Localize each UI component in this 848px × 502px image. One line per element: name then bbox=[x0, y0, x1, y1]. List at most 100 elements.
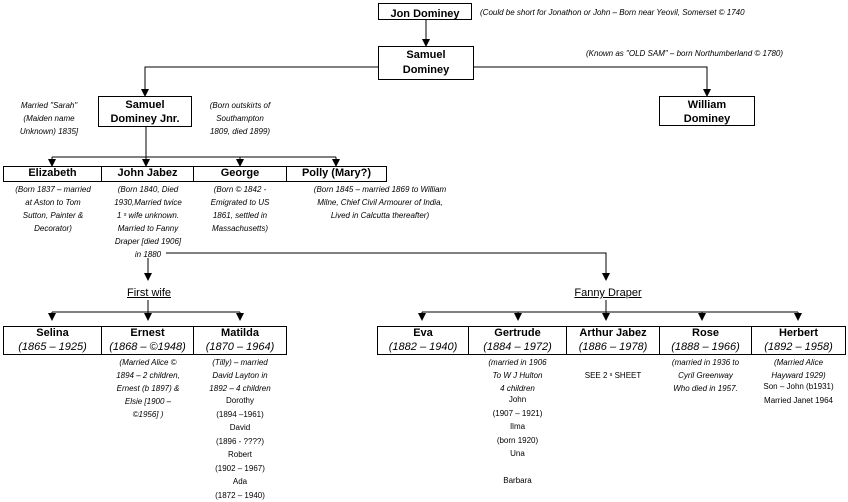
child-name: Ernest bbox=[102, 327, 193, 339]
note-line: ©1956] ) bbox=[101, 408, 195, 421]
child-line: Una bbox=[468, 447, 567, 461]
arthur-jabez-note: SEE 2 ˢ SHEET bbox=[566, 369, 660, 382]
matilda-note: (Tilly) – married David Layton in 1892 –… bbox=[193, 356, 287, 395]
note-line: Southampton bbox=[194, 112, 286, 125]
child-name: Elizabeth bbox=[4, 167, 101, 179]
note-line: (Married Alice bbox=[751, 356, 846, 369]
child-line: Ada bbox=[193, 475, 287, 489]
note-line: David Layton in bbox=[193, 369, 287, 382]
herbert-children: Son – John (b1931) Married Janet 1964 bbox=[751, 380, 846, 407]
child-name: Herbert bbox=[752, 327, 845, 339]
note-line: 1861, settled in bbox=[193, 209, 287, 222]
jon-note: (Could be short for Jonathon or John – B… bbox=[480, 6, 825, 19]
child-line: Ilma bbox=[468, 420, 567, 434]
note-line: 1930,Married twice bbox=[101, 196, 195, 209]
person-name-line1: William bbox=[660, 98, 754, 112]
note-line: Elsie [1900 – bbox=[101, 395, 195, 408]
child-name: Eva bbox=[378, 327, 468, 339]
note-line: 1894 – 2 children, bbox=[101, 369, 195, 382]
child-dates: (1888 – 1966) bbox=[660, 341, 751, 353]
child-dates: (1892 – 1958) bbox=[752, 341, 845, 353]
note-line: 1809, died 1899) bbox=[194, 125, 286, 138]
note-line: (Maiden name bbox=[3, 112, 95, 125]
note-line: (Born 1837 – married bbox=[3, 183, 103, 196]
child-line: Married Janet 1964 bbox=[751, 394, 846, 408]
person-box-samuel-jnr: Samuel Dominey Jnr. bbox=[98, 96, 192, 127]
note-line: (Born outskirts of bbox=[194, 99, 286, 112]
child-name: Gertrude bbox=[469, 327, 566, 339]
note-line: (Born 1845 – married 1869 to William bbox=[290, 183, 470, 196]
note-line: Milne, Chief Civil Armourer of India, bbox=[290, 196, 470, 209]
person-name-line2: Dominey bbox=[379, 63, 473, 78]
child-line: (1872 – 1940) bbox=[193, 489, 287, 502]
child-cell-polly: Polly (Mary?) bbox=[286, 166, 387, 182]
ernest-note: (Married Alice © 1894 – 2 children, Erne… bbox=[101, 356, 195, 421]
child-cell-ernest: Ernest (1868 – ©1948) bbox=[101, 326, 194, 355]
child-dates: (1886 – 1978) bbox=[567, 341, 659, 353]
child-cell-rose: Rose (1888 – 1966) bbox=[659, 326, 752, 355]
child-dates: (1884 – 1972) bbox=[469, 341, 566, 353]
samuel-jnr-married-note: Married "Sarah" (Maiden name Unknown) 18… bbox=[3, 99, 95, 138]
child-name: George bbox=[194, 167, 286, 179]
child-name: Matilda bbox=[194, 327, 286, 339]
samuel-note: (Known as "OLD SAM" – born Northumberlan… bbox=[586, 47, 848, 60]
child-line: David bbox=[193, 421, 287, 435]
person-name-line1: Samuel bbox=[99, 98, 191, 112]
child-cell-george: George bbox=[193, 166, 287, 182]
note-line: (Born © 1842 - bbox=[193, 183, 287, 196]
person-box-samuel-dominey: Samuel Dominey bbox=[378, 46, 474, 80]
child-dates: (1882 – 1940) bbox=[378, 341, 468, 353]
note-line: Decorator) bbox=[3, 222, 103, 235]
child-cell-selina: Selina (1865 – 1925) bbox=[3, 326, 102, 355]
fanny-draper-label: Fanny Draper bbox=[571, 287, 645, 299]
note-line: To W J Hulton bbox=[468, 369, 567, 382]
note-line: (Born 1840, Died bbox=[101, 183, 195, 196]
first-wife-label: First wife bbox=[124, 287, 174, 299]
child-line: Robert bbox=[193, 448, 287, 462]
child-line: John bbox=[468, 393, 567, 407]
note-line: Massachusetts) bbox=[193, 222, 287, 235]
child-name: John Jabez bbox=[102, 167, 193, 179]
child-line: (born 1920) bbox=[468, 434, 567, 448]
person-name: Jon Dominey bbox=[390, 8, 459, 20]
note-line: (Married Alice © bbox=[101, 356, 195, 369]
child-line: (1902 – 1967) bbox=[193, 462, 287, 476]
gertrude-children: John (1907 – 1921) Ilma (born 1920) Una … bbox=[468, 393, 567, 488]
child-cell-elizabeth: Elizabeth bbox=[3, 166, 102, 182]
matilda-children: Dorothy (1894 –1961) David (1896 - ????)… bbox=[193, 394, 287, 502]
note-line: Married to Fanny bbox=[101, 222, 195, 235]
child-line: (1894 –1961) bbox=[193, 408, 287, 422]
rose-note: (married in 1936 to Cyril Greenway Who d… bbox=[659, 356, 752, 395]
note-line: Emigrated to US bbox=[193, 196, 287, 209]
note-line: Who died in 1957. bbox=[659, 382, 752, 395]
child-name: Arthur Jabez bbox=[567, 327, 659, 339]
person-box-jon-dominey: Jon Dominey bbox=[378, 3, 472, 20]
note-line: Sutton, Painter & bbox=[3, 209, 103, 222]
child-cell-eva: Eva (1882 – 1940) bbox=[377, 326, 469, 355]
child-dates: (1870 – 1964) bbox=[194, 341, 286, 353]
child-line: Dorothy bbox=[193, 394, 287, 408]
note-line: in 1880 bbox=[101, 248, 195, 261]
note-line: at Aston to Tom bbox=[3, 196, 103, 209]
child-line: (1907 – 1921) bbox=[468, 407, 567, 421]
child-cell-john-jabez: John Jabez bbox=[101, 166, 194, 182]
child-cell-matilda: Matilda (1870 – 1964) bbox=[193, 326, 287, 355]
note-line: Ernest (b 1897) & bbox=[101, 382, 195, 395]
person-name-line2: Dominey bbox=[660, 112, 754, 126]
child-name: Selina bbox=[4, 327, 101, 339]
child-cell-herbert: Herbert (1892 – 1958) bbox=[751, 326, 846, 355]
note-line: (married in 1906 bbox=[468, 356, 567, 369]
gertrude-note: (married in 1906 To W J Hulton 4 childre… bbox=[468, 356, 567, 395]
elizabeth-note: (Born 1837 – married at Aston to Tom Sut… bbox=[3, 183, 103, 235]
john-jabez-note: (Born 1840, Died 1930,Married twice 1 ˢ … bbox=[101, 183, 195, 261]
child-cell-arthur-jabez: Arthur Jabez (1886 – 1978) bbox=[566, 326, 660, 355]
person-name-line2: Dominey Jnr. bbox=[99, 112, 191, 126]
child-line: Son – John (b1931) bbox=[751, 380, 846, 394]
child-dates: (1865 – 1925) bbox=[4, 341, 101, 353]
note-line: (married in 1936 to bbox=[659, 356, 752, 369]
child-dates: (1868 – ©1948) bbox=[102, 341, 193, 353]
person-box-william-dominey: William Dominey bbox=[659, 96, 755, 126]
child-line: (1896 - ????) bbox=[193, 435, 287, 449]
child-name: Polly (Mary?) bbox=[287, 167, 386, 179]
child-cell-gertrude: Gertrude (1884 – 1972) bbox=[468, 326, 567, 355]
